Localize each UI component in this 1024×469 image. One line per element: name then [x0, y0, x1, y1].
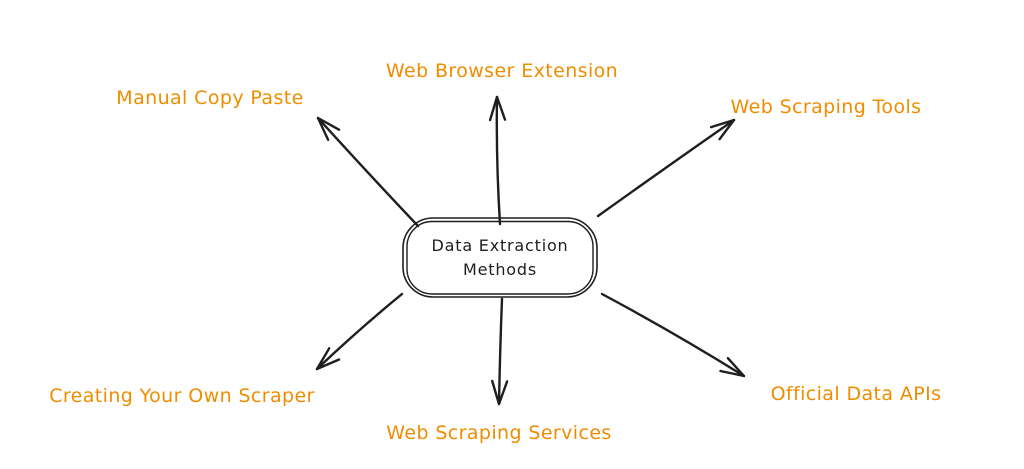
branch-label-official-data-apis: Official Data APIs [770, 383, 942, 405]
center-node-label: Data Extraction Methods [432, 234, 569, 282]
arrow-top [488, 95, 507, 226]
branch-label-web-browser-extension: Web Browser Extension [385, 60, 619, 82]
center-node-label-line2: Methods [463, 260, 537, 279]
branch-label-creating-your-own-scraper: Creating Your Own Scraper [49, 385, 315, 407]
branch-label-web-scraping-tools: Web Scraping Tools [730, 96, 922, 118]
branch-label-web-scraping-services: Web Scraping Services [386, 422, 612, 444]
arrow-bottom-right [600, 292, 746, 378]
center-node-label-line1: Data Extraction [431, 236, 569, 255]
arrow-bottom [491, 297, 509, 406]
arrow-bottom-left [315, 292, 404, 371]
arrow-top-right [596, 118, 736, 218]
arrow-top-left [316, 116, 420, 228]
branch-label-manual-copy-paste: Manual Copy Paste [116, 87, 304, 109]
